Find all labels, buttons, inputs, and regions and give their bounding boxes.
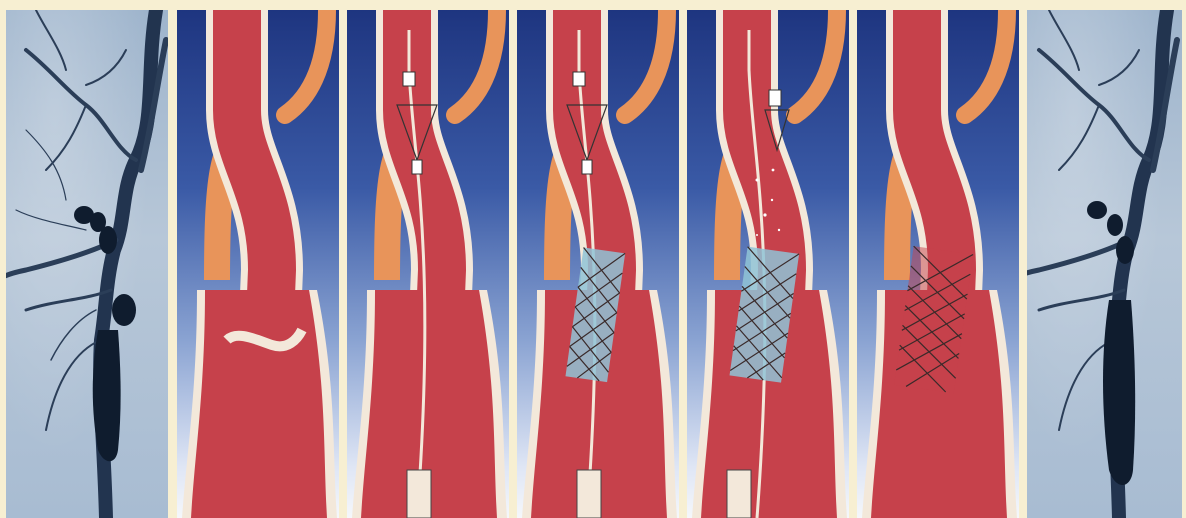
illustration-step-3-panel bbox=[517, 10, 679, 518]
illustration-step-1-panel bbox=[177, 10, 339, 518]
illustration-step-5-panel bbox=[857, 10, 1019, 518]
illustration-step-2-panel bbox=[347, 10, 509, 518]
illustration-step-4-panel bbox=[687, 10, 849, 518]
illustration-step-5-image bbox=[857, 10, 1019, 518]
angiogram-before-image bbox=[6, 10, 168, 518]
illustration-step-2-image bbox=[347, 10, 509, 518]
angiogram-before-panel bbox=[6, 10, 168, 518]
illustration-step-3-image bbox=[517, 10, 679, 518]
illustration-step-1-image bbox=[177, 10, 339, 518]
illustration-step-4-image bbox=[687, 10, 849, 518]
angiogram-after-image bbox=[1027, 10, 1182, 518]
angiogram-after-panel bbox=[1027, 10, 1182, 518]
